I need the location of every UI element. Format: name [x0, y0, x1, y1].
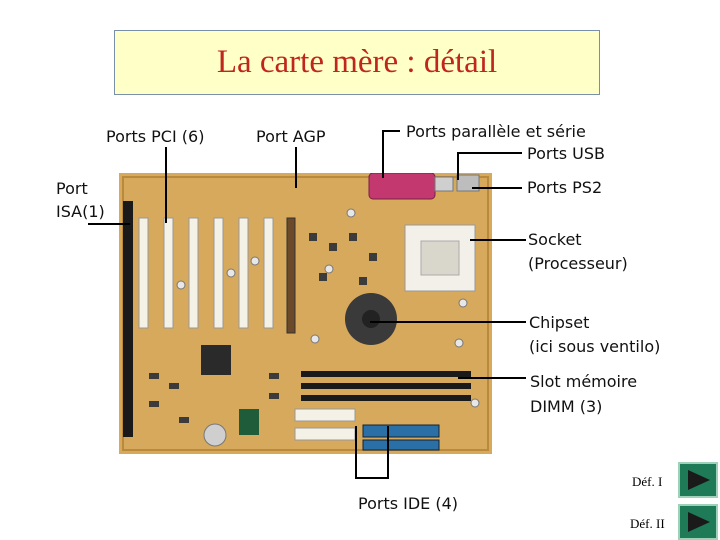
nav-label-def-1: Déf. I — [632, 474, 663, 489]
label-parallel-serial: Ports parallèle et série — [406, 122, 586, 141]
pci-slots — [138, 217, 274, 329]
def-1-button[interactable] — [678, 462, 718, 498]
title-box: La carte mère : détail — [114, 30, 600, 95]
label-usb-ports: Ports USB — [527, 144, 605, 163]
chip — [201, 345, 231, 375]
label-memory-line1: Slot mémoire — [530, 372, 638, 391]
play-triangle-icon — [688, 512, 710, 532]
ide-white — [294, 408, 356, 422]
label-memory-line2: DIMM (3) — [530, 397, 603, 416]
label-agp-port: Port AGP — [256, 127, 326, 146]
def-2-button[interactable] — [678, 504, 718, 540]
raid-chip — [239, 409, 259, 435]
play-triangle-icon — [688, 470, 710, 490]
ide-blue — [362, 424, 440, 438]
motherboard-drawing — [119, 172, 492, 454]
label-pci-ports: Ports PCI (6) — [106, 127, 205, 146]
usb-port — [434, 176, 454, 192]
label-socket-line1: Socket — [528, 230, 582, 249]
dimm-slots — [301, 371, 471, 401]
cmos-battery — [203, 423, 227, 447]
agp-slot — [286, 217, 296, 334]
motherboard-image — [119, 172, 492, 454]
isa-slot — [123, 201, 133, 437]
label-ps2-ports: Ports PS2 — [527, 178, 603, 197]
nav-label-def-2: Déf. II — [630, 516, 665, 531]
page-title: La carte mère : détail — [216, 44, 498, 80]
label-isa-line2: ISA(1) — [56, 202, 105, 221]
label-ide-ports: Ports IDE (4) — [358, 494, 459, 513]
label-socket-line2: (Processeur) — [528, 254, 628, 273]
label-chipset-line1: Chipset — [529, 313, 590, 332]
label-chipset-line2: (ici sous ventilo) — [529, 337, 661, 356]
label-isa-line1: Port — [56, 179, 88, 198]
